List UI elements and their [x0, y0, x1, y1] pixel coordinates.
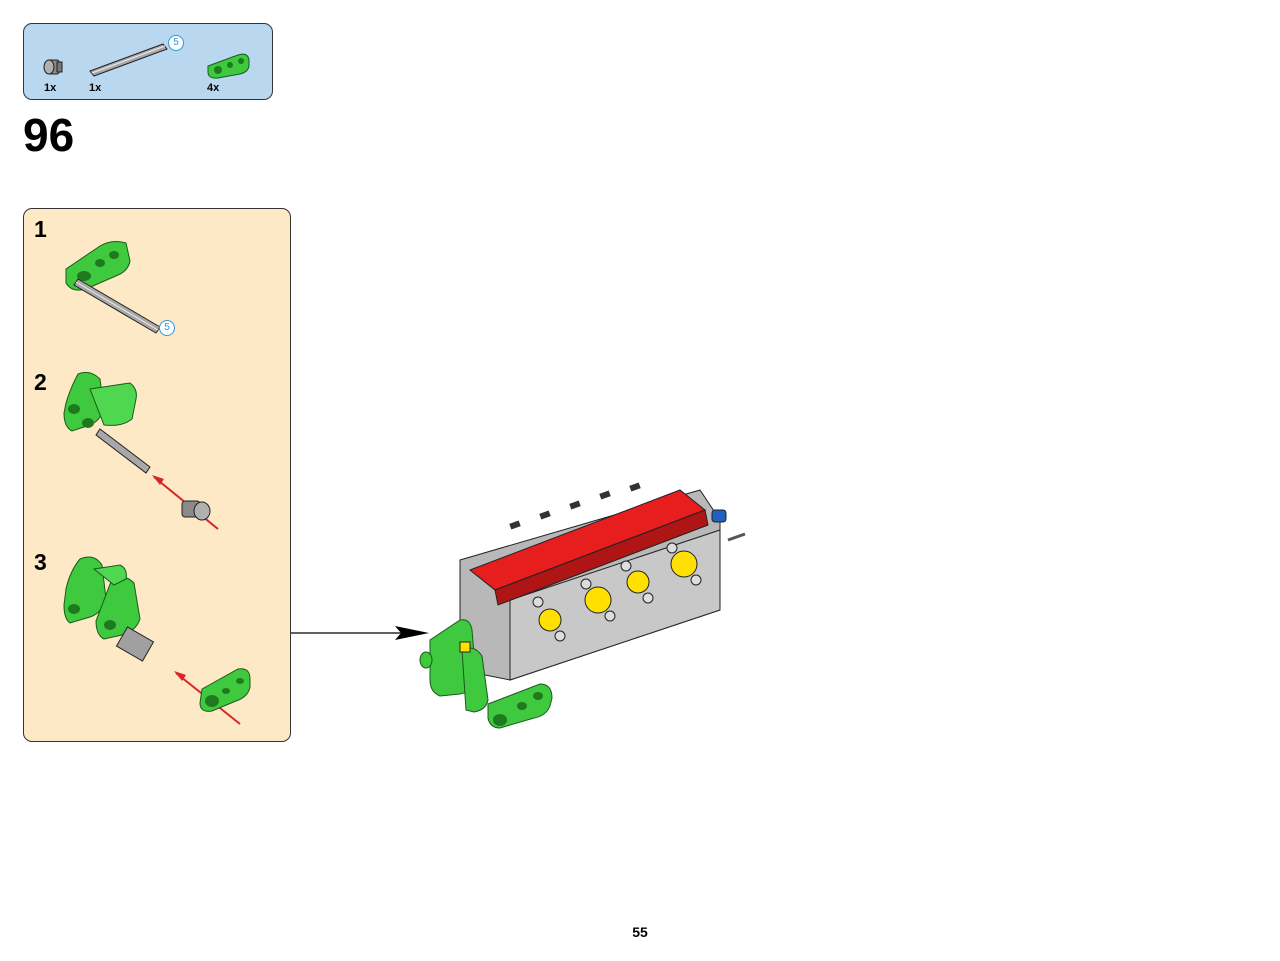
axle-icon: [89, 43, 168, 77]
green-beam-icon: [207, 53, 250, 79]
engine-model-illustration: [419, 482, 746, 729]
axle-qty: 1x: [89, 82, 102, 94]
parts-list: 1x 1x 5 4x: [23, 23, 273, 100]
subassembly-panel: 1 5 2 3: [23, 208, 291, 742]
callout-arrow: [291, 626, 429, 640]
axle-length-badge: 5: [168, 35, 184, 51]
page-number: 55: [632, 924, 648, 940]
substep-3-number: 3: [34, 549, 47, 575]
bush-qty: 1x: [44, 82, 57, 94]
substep-3-illustration: [63, 556, 251, 725]
substep-1-number: 1: [34, 216, 47, 242]
substep-1-illustration: [65, 241, 161, 334]
bush-icon: [43, 59, 63, 75]
substep-2-illustration: [63, 371, 219, 530]
step-number: 96: [23, 109, 75, 161]
green-beam-qty: 4x: [207, 82, 220, 94]
substep-1-axle-badge: 5: [159, 320, 175, 336]
substep-2-number: 2: [34, 369, 47, 395]
